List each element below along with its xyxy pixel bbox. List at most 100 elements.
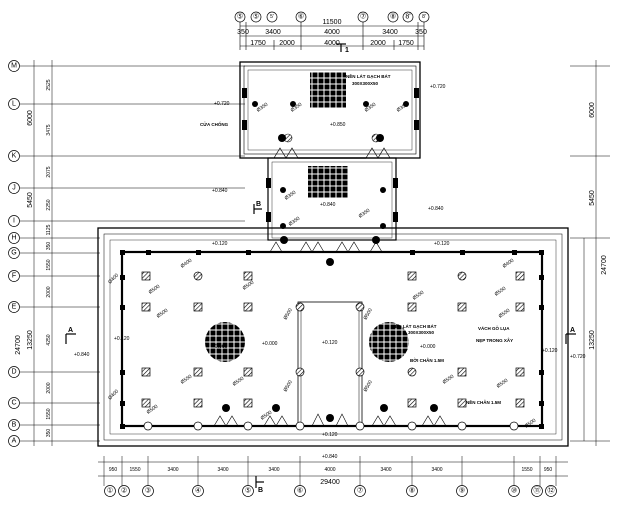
right-dim-1: 6000 — [589, 102, 596, 118]
level-hall-mid: +0.120 — [322, 340, 338, 346]
svg-text:Ø350: Ø350 — [358, 208, 372, 220]
svg-text:Ø350: Ø350 — [288, 216, 302, 228]
svg-text:950: 950 — [109, 467, 118, 473]
level-main-right-outer: +0.720 — [570, 354, 586, 360]
axis-row-A: A — [12, 438, 17, 445]
right-dim-4: 13250 — [589, 330, 596, 350]
section-mark-a-right: A — [565, 327, 576, 344]
svg-text:Ø400: Ø400 — [502, 258, 516, 270]
svg-text:Ø550: Ø550 — [232, 376, 246, 388]
axis-row-B: B — [12, 422, 17, 429]
axis-col-2: ② — [121, 487, 127, 495]
axis-top-3: 5' — [270, 14, 274, 20]
axis-top-1: ⑤ — [237, 13, 243, 21]
left-row-axes — [20, 60, 245, 446]
axis-col-9: ⑨ — [459, 487, 465, 495]
axis-top-7: 8' — [405, 14, 410, 21]
axis-col-3: ③ — [145, 487, 151, 495]
passage — [266, 157, 398, 241]
axis-col-11: ⑪ — [534, 487, 541, 495]
row-axis-bubbles: M L K J I H G F E D C B A — [8, 60, 20, 447]
svg-text:B: B — [258, 487, 263, 494]
level-top-center: +0.850 — [330, 122, 346, 128]
top-dimensions — [239, 22, 425, 50]
svg-text:2000: 2000 — [46, 286, 52, 297]
top-dim-row2-d: 2000 — [370, 40, 386, 47]
svg-text:24700: 24700 — [15, 335, 22, 355]
svg-text:3400: 3400 — [217, 467, 228, 473]
right-dim-3: 24700 — [601, 255, 608, 275]
level-front: +0.120 — [322, 432, 338, 438]
svg-text:2250: 2250 — [46, 199, 52, 210]
axis-row-L: L — [12, 101, 16, 108]
axis-row-G: G — [11, 250, 16, 257]
axis-col-5: ⑤ — [245, 487, 251, 495]
label-wall-sub: NẸP TRONG XÂY — [476, 337, 513, 343]
svg-text:Ø550: Ø550 — [442, 374, 456, 386]
axis-col-10: ⑩ — [511, 487, 517, 495]
level-main-right: +0.120 — [542, 348, 558, 354]
bottom-overall-dim: 29400 — [320, 479, 340, 486]
level-passage: +0.840 — [212, 188, 228, 194]
svg-text:2525: 2525 — [46, 79, 52, 90]
svg-text:Ø550: Ø550 — [494, 286, 508, 298]
axis-top-6: ⑧ — [390, 13, 396, 21]
svg-text:3475: 3475 — [46, 124, 52, 135]
axis-row-I: I — [13, 218, 15, 225]
svg-text:Ø550: Ø550 — [180, 374, 194, 386]
bottom-dim-texts: 950 1550 3400 3400 3400 4000 3400 3400 1… — [109, 467, 553, 486]
svg-text:3400: 3400 — [431, 467, 442, 473]
label-wall: VÁCH GỖ LỤA — [478, 325, 510, 331]
svg-text:5450: 5450 — [27, 192, 34, 208]
svg-text:1550: 1550 — [46, 408, 52, 419]
svg-text:13250: 13250 — [27, 330, 34, 350]
left-dimension-texts: 6000 5450 24700 13250 2525 3475 2075 225… — [15, 79, 52, 437]
top-dim-row2-b: 2000 — [279, 40, 295, 47]
top-dim-row1-b: 3400 — [265, 29, 281, 36]
axis-col-12: ⑫ — [548, 487, 555, 495]
axis-top-8: 8' — [422, 14, 426, 20]
axis-top-2: ⑤ — [253, 13, 259, 21]
level-top-right: +0.720 — [430, 84, 446, 90]
svg-text:3400: 3400 — [167, 467, 178, 473]
svg-text:4000: 4000 — [324, 467, 335, 473]
axis-row-C: C — [11, 400, 16, 407]
top-dim-row1-d: 3400 — [382, 29, 398, 36]
svg-text:4250: 4250 — [46, 334, 52, 345]
axis-col-1: ① — [107, 487, 113, 495]
section-mark-b-bottom: B — [255, 476, 264, 494]
label-plinth2: NỀN CHÂN 1.5M — [466, 399, 501, 405]
label-main-brick-sub: 300X300X50 — [408, 330, 435, 335]
svg-text:B: B — [256, 201, 261, 208]
brick-floor-passage — [308, 166, 348, 198]
level-main-left-outer: +0.840 — [74, 352, 90, 358]
top-dim-row2-a: 1750 — [250, 40, 266, 47]
axis-top-5: ⑦ — [360, 13, 366, 21]
svg-text:Ø500: Ø500 — [363, 379, 374, 393]
svg-text:2075: 2075 — [46, 166, 52, 177]
brick-floor-main-left — [205, 322, 245, 362]
svg-text:Ø400: Ø400 — [107, 272, 120, 285]
svg-text:6000: 6000 — [27, 110, 34, 126]
axis-col-4: ④ — [195, 487, 201, 495]
svg-text:3400: 3400 — [268, 467, 279, 473]
svg-text:Ø400: Ø400 — [107, 388, 120, 401]
axis-top-4: ⑥ — [298, 13, 304, 21]
svg-text:Ø550: Ø550 — [496, 378, 510, 390]
top-dim-row2-e: 1750 — [398, 40, 414, 47]
axis-row-M: M — [11, 63, 17, 70]
svg-text:3400: 3400 — [380, 467, 391, 473]
svg-text:A: A — [68, 327, 73, 334]
svg-text:Ø400: Ø400 — [180, 258, 194, 270]
svg-text:Ø500: Ø500 — [260, 410, 274, 422]
level-passage-right: +0.840 — [428, 206, 444, 212]
svg-text:1550: 1550 — [521, 467, 532, 473]
svg-text:Ø500: Ø500 — [148, 284, 162, 296]
level-hall-right: +0.000 — [420, 344, 436, 350]
svg-text:1125: 1125 — [46, 224, 52, 235]
label-main-brick: NỀN LÁT GẠCH BÁT — [392, 323, 437, 329]
level-main-left: +0.120 — [114, 336, 130, 342]
right-dim-2: 5450 — [589, 190, 596, 206]
section-mark-a-left: A — [65, 327, 76, 344]
